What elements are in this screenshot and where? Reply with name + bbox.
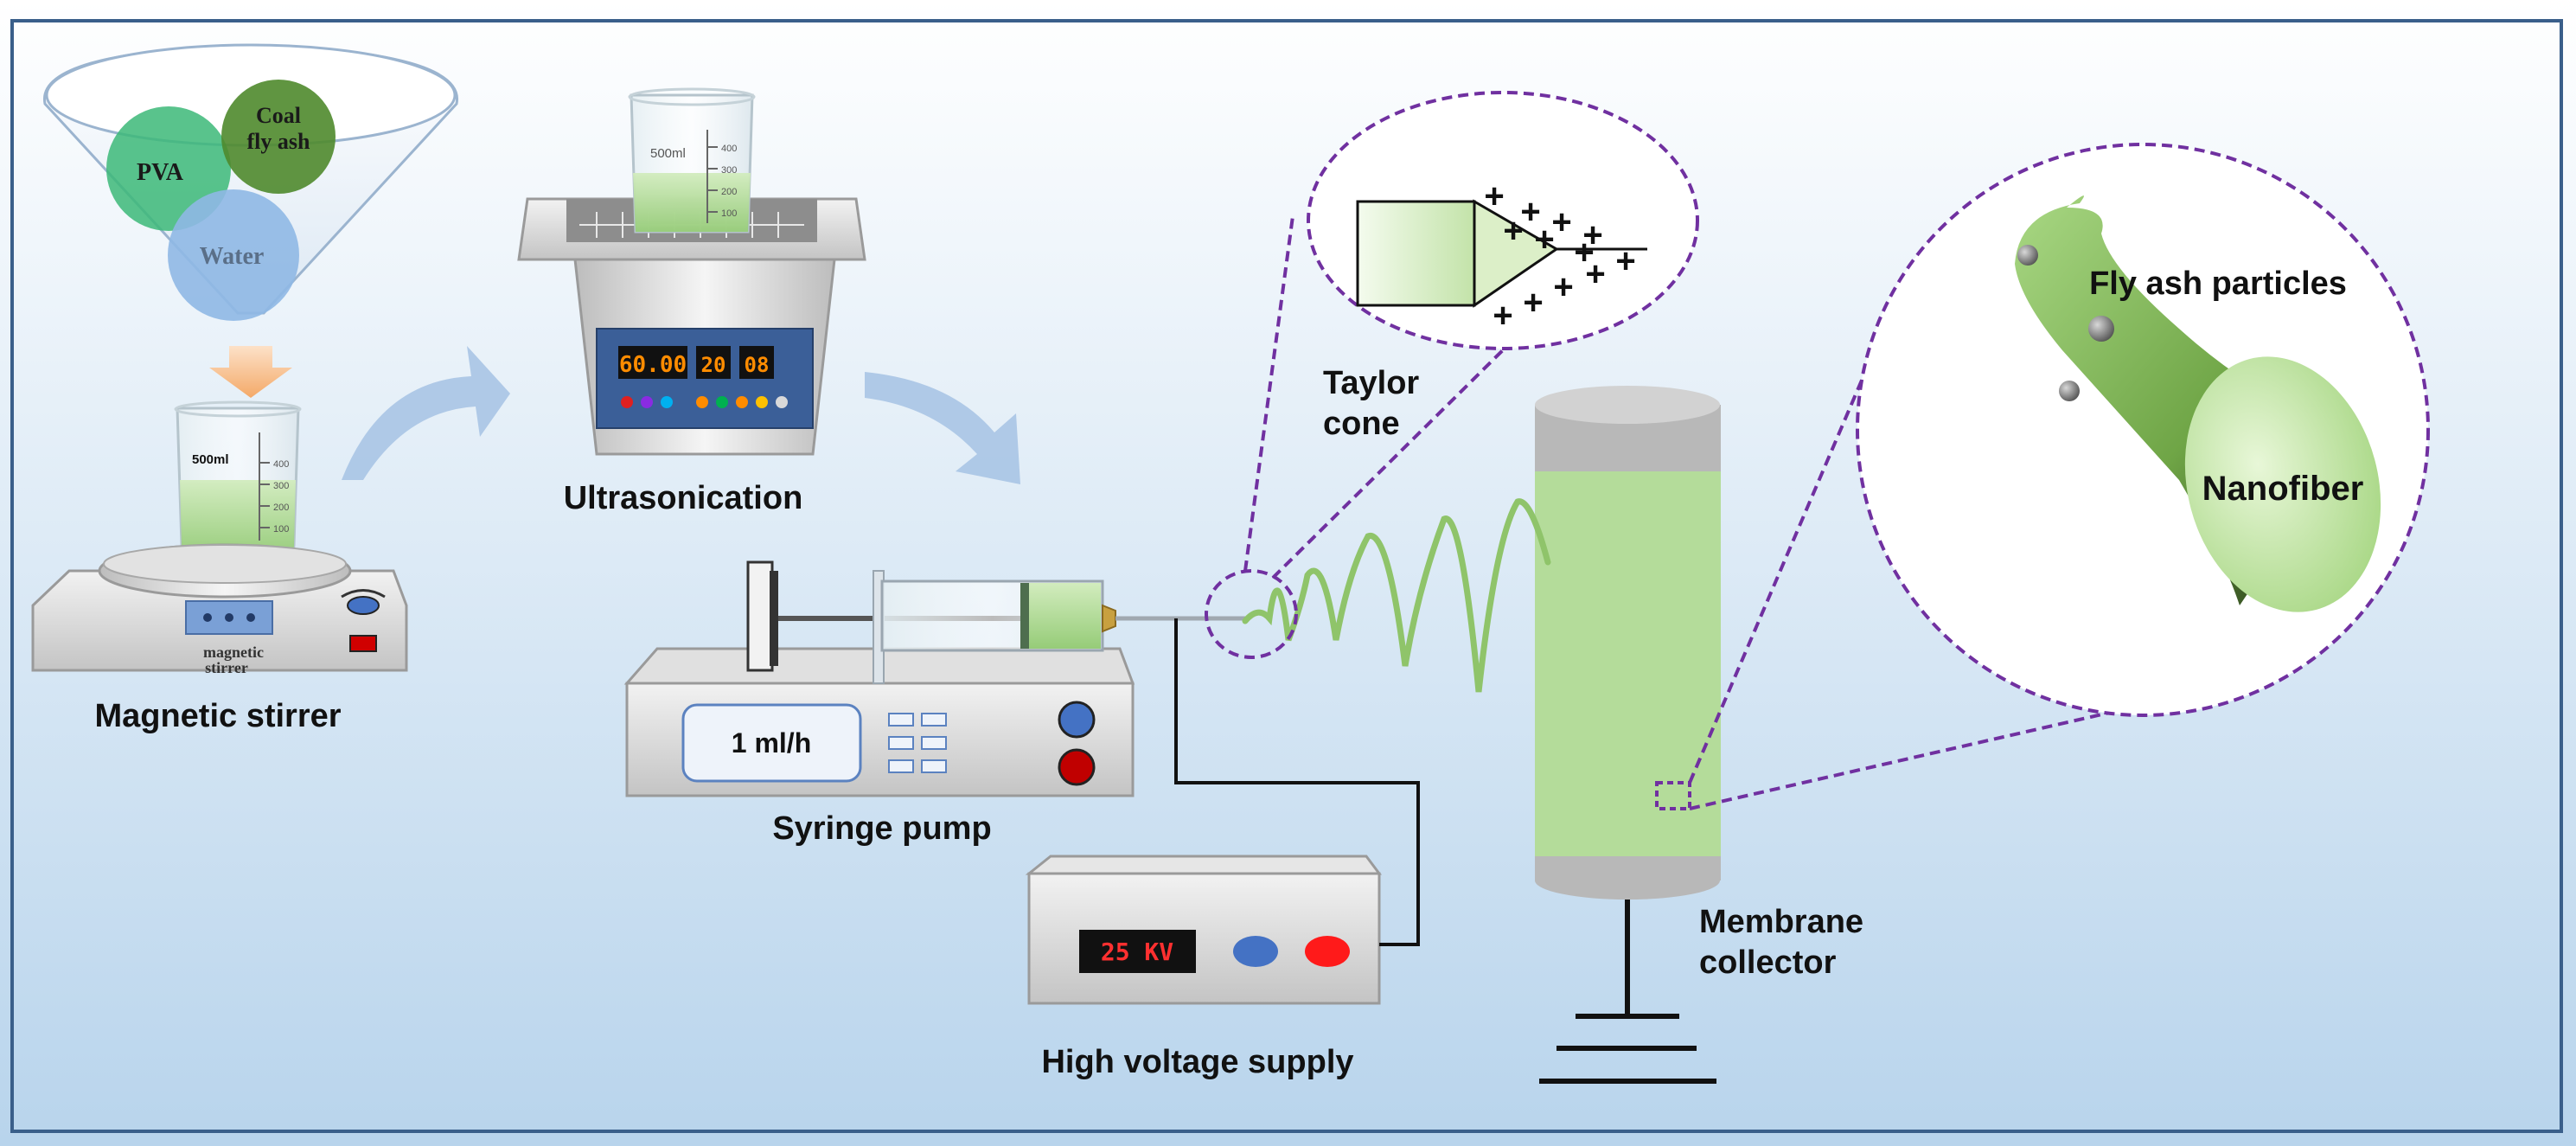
- voltage-wire: [1174, 618, 1420, 946]
- ultrasonication-label: Ultrasonication: [564, 480, 803, 516]
- taylor-cone-label-1: Taylor: [1323, 365, 1419, 401]
- syringe: [746, 560, 1245, 684]
- voltage-blue-knob: [1233, 936, 1278, 967]
- plus-sign: +: [1484, 177, 1504, 215]
- magnetic-stirrer-label: Magnetic stirrer: [94, 698, 341, 734]
- stirrer-switch: [349, 635, 377, 652]
- taylor-nozzle: [1356, 200, 1476, 307]
- arrow-to-ultrasonication: [342, 346, 510, 480]
- plus-sign: +: [1551, 203, 1571, 241]
- fly-ash-particles-label: Fly ash particles: [2089, 266, 2347, 302]
- arrow-to-syringe: [865, 372, 1020, 484]
- water-circle: [168, 189, 299, 321]
- plus-sign: +: [1574, 234, 1594, 272]
- high-voltage-supply: 25 KV: [1025, 855, 1382, 1005]
- sonicator-val2: 08: [745, 353, 770, 377]
- fly-ash-label: fly ash: [247, 129, 311, 154]
- pump-blue-button: [1058, 701, 1096, 739]
- charges: + + + + + + + + + + + +: [1484, 177, 1635, 335]
- nanofiber-label: Nanofiber: [2202, 470, 2364, 508]
- plus-sign: +: [1520, 193, 1540, 231]
- sonicator-time: 60.00: [619, 352, 687, 378]
- nanofiber-3d: [2015, 195, 2381, 612]
- stirrer-text-2: stirrer: [205, 659, 248, 676]
- plus-sign: +: [1615, 242, 1635, 280]
- voltage-red-knob: [1305, 936, 1350, 967]
- frame: [10, 19, 2563, 1133]
- water-label: Water: [200, 243, 265, 270]
- plus-sign: +: [1534, 221, 1554, 259]
- pva-label: PVA: [137, 159, 184, 186]
- sonic-beaker-tick: 100: [721, 208, 737, 219]
- fly-ash-particle: [2088, 316, 2114, 342]
- zoom-line: [1243, 215, 1294, 572]
- fiber-jet: [1242, 498, 1551, 693]
- coal-label: Coal: [256, 103, 301, 128]
- plus-sign: +: [1523, 284, 1543, 322]
- sonic-beaker-tick: 300: [721, 165, 737, 176]
- membrane-collector: [1535, 386, 1721, 900]
- stirrer-knob: [347, 596, 380, 615]
- sonic-beaker-volume: 500ml: [650, 146, 686, 161]
- beaker-tick: 200: [273, 503, 289, 513]
- stirrer-beaker: 500ml 400 300 200 100: [174, 400, 302, 555]
- pump-red-button: [1058, 748, 1096, 786]
- sonic-beaker-tick: 400: [721, 144, 737, 154]
- beaker-tick: 100: [273, 524, 289, 535]
- plus-sign: +: [1503, 212, 1523, 250]
- coal-fly-ash-circle: [221, 80, 336, 194]
- funnel: PVA Coal fly ash Water: [42, 43, 459, 321]
- syringe-pump-label: Syringe pump: [772, 810, 991, 847]
- magnetic-stirrer: magnetic stirrer: [31, 543, 408, 676]
- pump-display: 1 ml/h: [732, 727, 811, 759]
- stirrer-text-1: magnetic: [203, 643, 264, 661]
- funnel-down-arrow: [209, 346, 292, 398]
- beaker-tick: 300: [273, 481, 289, 491]
- fly-ash-particle: [2017, 245, 2038, 266]
- taylor-cone-shape: [1473, 199, 1559, 308]
- plus-sign: +: [1585, 255, 1605, 293]
- ground-symbol: [1539, 900, 1716, 1084]
- sonicator-val1: 20: [701, 353, 726, 377]
- high-voltage-supply-label: High voltage supply: [1041, 1044, 1353, 1080]
- fly-ash-particle: [2059, 381, 2080, 401]
- membrane-label-2: collector: [1699, 944, 1837, 981]
- zoom-line: [1271, 334, 1519, 579]
- sonic-beaker-tick: 200: [721, 187, 737, 197]
- beaker-volume: 500ml: [192, 452, 229, 467]
- plus-sign: +: [1493, 297, 1512, 335]
- plus-sign: +: [1582, 216, 1602, 254]
- ultrasonicator: 500ml 400 300 200 100 60.00 20 08: [517, 87, 866, 456]
- taylor-cone-source-circle: [1205, 569, 1298, 659]
- voltage-display: 25 KV: [1101, 938, 1173, 966]
- taylor-cone-label-2: cone: [1323, 406, 1400, 442]
- membrane-label-1: Membrane: [1699, 904, 1863, 940]
- plus-sign: +: [1553, 268, 1573, 306]
- beaker-tick: 400: [273, 459, 289, 470]
